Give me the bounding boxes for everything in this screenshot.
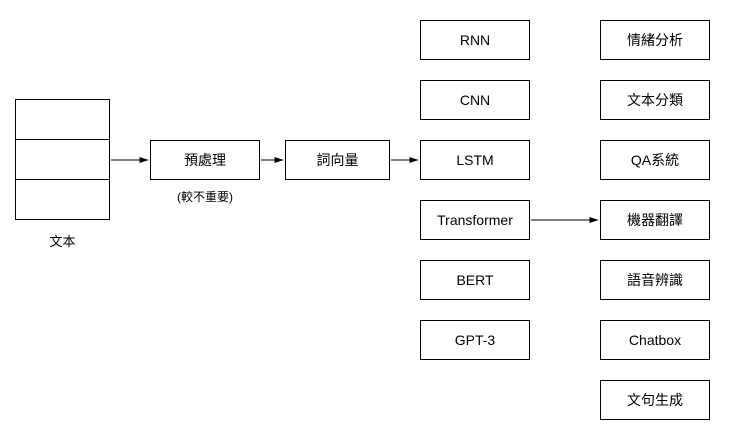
model-box-lstm: LSTM (420, 140, 530, 180)
app-box-text-classification: 文本分類 (600, 80, 710, 120)
model-box-rnn: RNN (420, 20, 530, 60)
app-box-text-generation: 文句生成 (600, 380, 710, 420)
app-box-sentiment-analysis: 情緒分析 (600, 20, 710, 60)
preprocess-note: (較不重要) (177, 190, 233, 204)
input-stack-row (16, 180, 109, 219)
app-box-machine-translation: 機器翻譯 (600, 200, 710, 240)
model-box-cnn: CNN (420, 80, 530, 120)
app-box-chatbox: Chatbox (600, 320, 710, 360)
model-box-gpt3: GPT-3 (420, 320, 530, 360)
app-box-qa-system: QA系統 (600, 140, 710, 180)
app-box-speech-recognition: 語音辨識 (600, 260, 710, 300)
input-stack-shape (15, 99, 110, 220)
input-stack-row (16, 100, 109, 140)
model-box-bert: BERT (420, 260, 530, 300)
input-label: 文本 (49, 234, 76, 249)
input-stack-row (16, 140, 109, 180)
preprocess-box: 預處理 (150, 140, 260, 180)
embedding-box: 詞向量 (285, 140, 390, 180)
model-box-transformer: Transformer (420, 200, 530, 240)
